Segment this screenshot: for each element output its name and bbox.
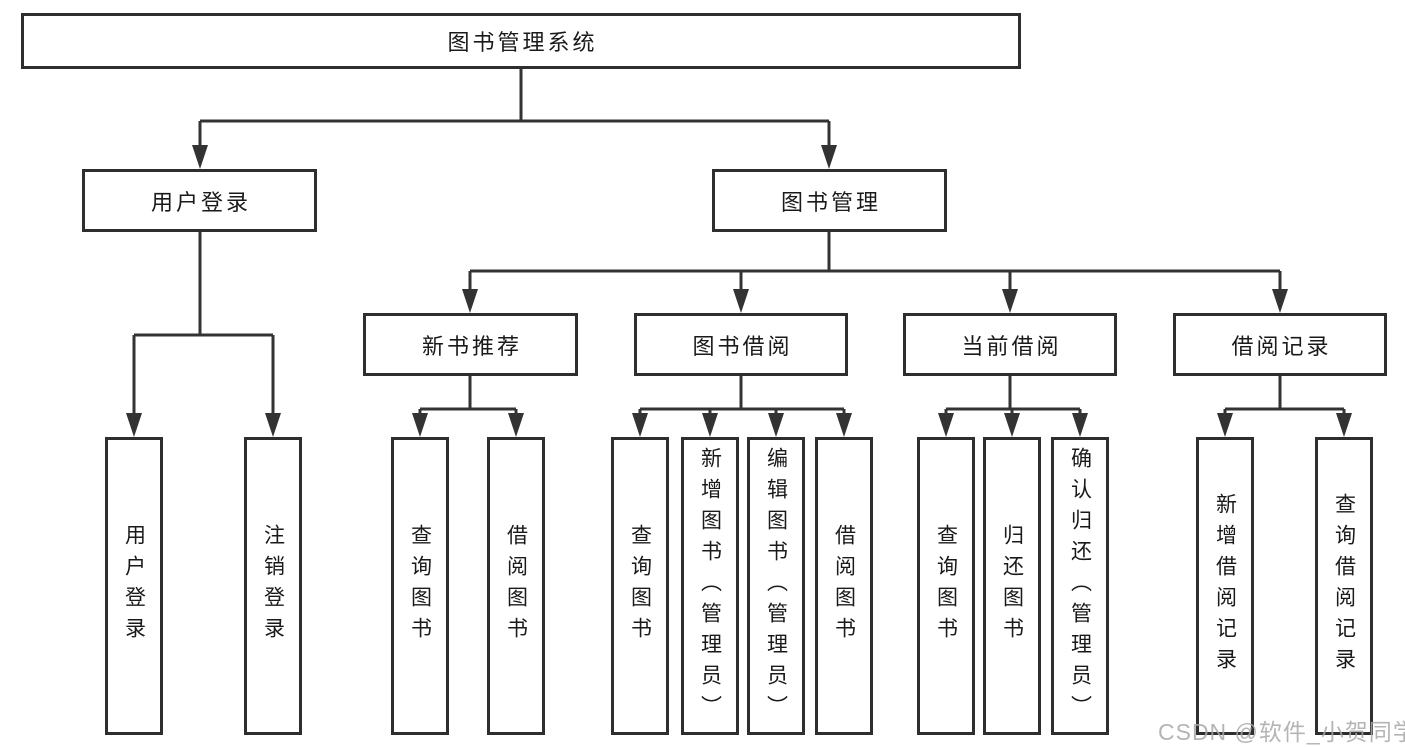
leaf-label: 新增图书（管理员） <box>698 446 722 726</box>
leaf-bb-query-books: 查询图书 <box>611 437 669 735</box>
node-label: 借阅记录 <box>1231 333 1332 359</box>
node-label: 当前借阅 <box>961 333 1062 359</box>
leaf-label: 用户登录 <box>122 524 146 648</box>
node-label: 新书推荐 <box>421 333 522 359</box>
connector-new-book-recommend-to-leaves <box>412 376 524 437</box>
node-label: 图书管理 <box>780 189 881 215</box>
node-label: 用户登录 <box>150 189 251 215</box>
node-new-book-recommend: 新书推荐 <box>363 313 578 376</box>
leaf-bb-borrow-books: 借阅图书 <box>815 437 873 735</box>
leaf-label: 注销登录 <box>261 524 285 648</box>
leaf-cb-confirm-return-admin: 确认归还（管理员） <box>1051 437 1109 735</box>
connector-book-management-to-level2 <box>462 232 1288 313</box>
leaf-label: 查询图书 <box>628 524 652 648</box>
leaf-label: 查询图书 <box>934 524 958 648</box>
leaf-cb-query-books: 查询图书 <box>917 437 975 735</box>
leaf-user-login: 用户登录 <box>105 437 163 735</box>
leaf-label: 归还图书 <box>1000 524 1024 648</box>
node-label: 图书管理系统 <box>447 30 598 55</box>
leaf-nb-borrow-books: 借阅图书 <box>487 437 545 735</box>
leaf-cb-return-books: 归还图书 <box>983 437 1041 735</box>
leaf-label: 借阅图书 <box>504 524 528 648</box>
node-book-borrow: 图书借阅 <box>634 313 848 376</box>
leaf-bb-edit-books-admin: 编辑图书（管理员） <box>747 437 805 735</box>
watermark-csdn: CSDN @软件_小贺同学 <box>1158 719 1405 745</box>
connector-borrow-records-to-leaves <box>1217 376 1352 437</box>
leaf-br-add-borrow-record: 新增借阅记录 <box>1196 437 1254 735</box>
node-book-management: 图书管理 <box>712 169 947 232</box>
leaf-label: 编辑图书（管理员） <box>764 446 788 726</box>
leaf-label: 确认归还（管理员） <box>1068 446 1092 726</box>
node-user-login: 用户登录 <box>82 169 317 232</box>
leaf-br-query-borrow-record: 查询借阅记录 <box>1315 437 1373 735</box>
node-borrow-records: 借阅记录 <box>1173 313 1387 376</box>
node-current-borrow: 当前借阅 <box>903 313 1117 376</box>
leaf-label: 新增借阅记录 <box>1213 493 1237 679</box>
leaf-label: 查询图书 <box>408 524 432 648</box>
connector-user-login-to-leaves <box>126 232 281 437</box>
connector-book-borrow-to-leaves <box>632 376 852 437</box>
connector-current-borrow-to-leaves <box>938 376 1088 437</box>
node-root: 图书管理系统 <box>21 13 1021 69</box>
leaf-bb-add-books-admin: 新增图书（管理员） <box>681 437 739 735</box>
connector-root-to-level1 <box>192 69 837 169</box>
leaf-label: 查询借阅记录 <box>1332 493 1356 679</box>
node-label: 图书借阅 <box>692 333 793 359</box>
leaf-nb-query-books: 查询图书 <box>391 437 449 735</box>
leaf-label: 借阅图书 <box>832 524 856 648</box>
leaf-logout-login: 注销登录 <box>244 437 302 735</box>
